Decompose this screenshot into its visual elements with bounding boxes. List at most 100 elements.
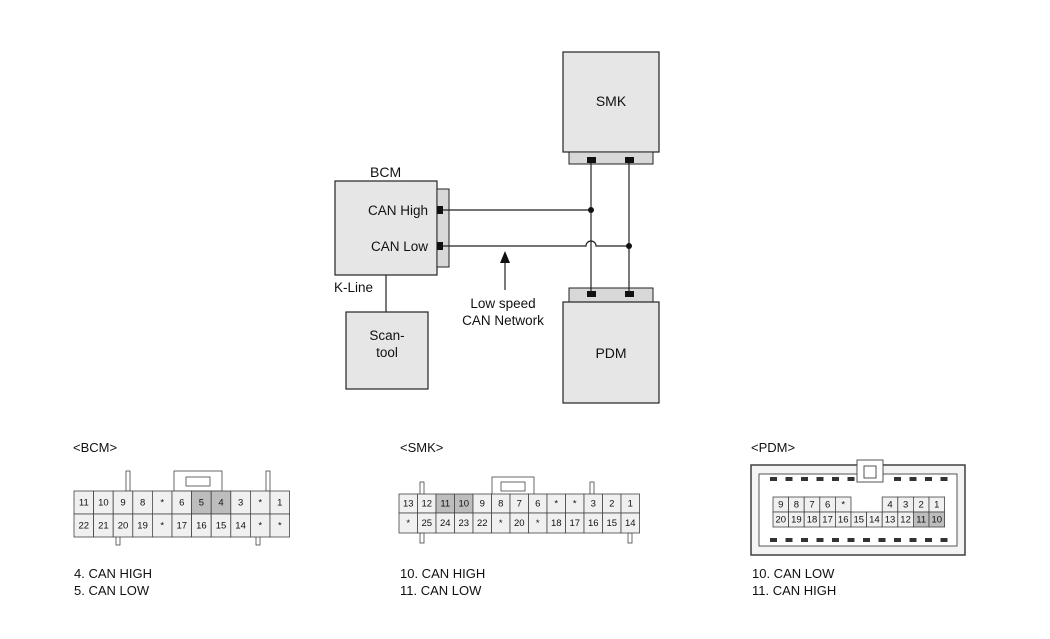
svg-text:10: 10 bbox=[458, 499, 469, 510]
pdm-tooth bbox=[940, 477, 948, 481]
network-arrow bbox=[500, 251, 510, 290]
pdm-pin-row1-2: 7 bbox=[803, 496, 821, 513]
pdm-tooth bbox=[847, 538, 855, 542]
svg-text:1: 1 bbox=[628, 499, 633, 510]
smk-pin-row2-1: 25 bbox=[417, 512, 437, 534]
smk-pin-row2-9: 17 bbox=[565, 512, 585, 534]
smk-pin-row2-12: 14 bbox=[620, 512, 640, 534]
smk-pin-row2-0: * bbox=[398, 512, 418, 534]
bcm-label: BCM bbox=[370, 164, 401, 180]
smk-legend-line: 10. CAN HIGH bbox=[400, 566, 486, 581]
svg-text:*: * bbox=[573, 499, 577, 510]
svg-text:3: 3 bbox=[903, 500, 908, 511]
pdm-tooth bbox=[909, 538, 917, 542]
bcm-pin-row1-9: * bbox=[249, 490, 271, 515]
svg-text:23: 23 bbox=[458, 518, 469, 529]
pdm-tooth bbox=[863, 538, 870, 542]
pdm-tooth bbox=[816, 477, 824, 481]
pdm-tooth bbox=[785, 477, 793, 481]
svg-text:9: 9 bbox=[480, 499, 485, 510]
pdm-tooth bbox=[832, 538, 839, 542]
svg-text:8: 8 bbox=[140, 498, 145, 509]
svg-text:24: 24 bbox=[440, 518, 451, 529]
bcm-legend-line: 5. CAN LOW bbox=[74, 583, 150, 598]
pdm-pin-row2-9: 11 bbox=[913, 511, 930, 528]
svg-text:*: * bbox=[841, 500, 845, 511]
bcm-pin-row1-2: 9 bbox=[112, 490, 134, 515]
svg-text:11: 11 bbox=[916, 515, 926, 526]
smk-pin-row1-2: 11 bbox=[435, 493, 455, 514]
svg-text:11: 11 bbox=[440, 499, 450, 510]
svg-text:*: * bbox=[278, 521, 282, 532]
svg-text:9: 9 bbox=[778, 500, 783, 511]
pdm-tooth bbox=[878, 538, 886, 542]
bcm-pin-row2-9: * bbox=[249, 513, 271, 538]
smk-pin-row2-7: * bbox=[528, 512, 548, 534]
pdm-legend-line: 11. CAN HIGH bbox=[752, 583, 837, 598]
pdm-pin-row1-1: 8 bbox=[788, 496, 805, 513]
svg-text:4: 4 bbox=[218, 498, 223, 509]
smk-pin-row2-3: 23 bbox=[454, 512, 474, 534]
svg-text:20: 20 bbox=[118, 521, 129, 532]
bcm-pin-row1-5: 6 bbox=[171, 490, 193, 515]
svg-text:12: 12 bbox=[900, 515, 911, 526]
pdm-tooth bbox=[909, 477, 917, 481]
smk-pin-row2-10: 16 bbox=[583, 512, 603, 534]
pdm-pin-row1-8: 3 bbox=[897, 496, 914, 513]
pdm-pin-row2-3: 17 bbox=[819, 511, 836, 528]
pdm-connector-title: <PDM> bbox=[751, 440, 795, 455]
network-label-line1: Low speed bbox=[470, 296, 535, 311]
bcm-legend-line: 4. CAN HIGH bbox=[74, 566, 153, 581]
bcm-pin-row1-6: 5 bbox=[191, 490, 212, 515]
bcm-pin-row2-2: 20 bbox=[112, 513, 134, 538]
pdm-legend: 10. CAN LOW 11. CAN HIGH bbox=[752, 565, 836, 599]
svg-text:16: 16 bbox=[588, 518, 599, 529]
pdm-module: PDM bbox=[562, 287, 660, 404]
smk-pin-row2-2: 24 bbox=[435, 512, 455, 534]
svg-text:14: 14 bbox=[625, 518, 636, 529]
svg-text:6: 6 bbox=[535, 499, 540, 510]
pdm-pin-row1-7: 4 bbox=[881, 496, 899, 513]
svg-text:*: * bbox=[406, 518, 410, 529]
pdm-label: PDM bbox=[595, 345, 626, 361]
svg-text:16: 16 bbox=[838, 515, 849, 526]
pdm-tooth bbox=[801, 477, 808, 481]
svg-text:17: 17 bbox=[177, 521, 188, 532]
pdm-tooth bbox=[925, 538, 932, 542]
bcm-pin-row1-3: 8 bbox=[132, 490, 153, 515]
svg-text:*: * bbox=[258, 498, 262, 509]
bcm-pin-row1-4: * bbox=[151, 490, 173, 515]
svg-text:9: 9 bbox=[120, 498, 125, 509]
pdm-tooth bbox=[925, 477, 932, 481]
pdm-pin-row1-0: 9 bbox=[772, 496, 790, 513]
smk-pin-row2-6: 20 bbox=[509, 512, 529, 534]
smk-pin-row1-10: 3 bbox=[583, 493, 603, 514]
k-line-label: K-Line bbox=[334, 280, 373, 295]
svg-text:25: 25 bbox=[421, 518, 432, 529]
bcm-legend: 4. CAN HIGH 5. CAN LOW bbox=[74, 565, 152, 599]
bcm-pin-row2-5: 17 bbox=[171, 513, 193, 538]
svg-text:10: 10 bbox=[932, 515, 943, 526]
smk-pin-row2-11: 15 bbox=[602, 512, 622, 534]
svg-text:13: 13 bbox=[885, 515, 896, 526]
pdm-pin-row1-10: 1 bbox=[928, 496, 946, 513]
pdm-pin-row2-5: 15 bbox=[850, 511, 868, 528]
network-label-line2: CAN Network bbox=[462, 313, 544, 328]
svg-text:3: 3 bbox=[591, 499, 596, 510]
pdm-tooth bbox=[770, 538, 777, 542]
svg-text:*: * bbox=[499, 518, 503, 529]
pdm-tooth bbox=[847, 477, 855, 481]
svg-text:6: 6 bbox=[179, 498, 184, 509]
bcm-can-low-label: CAN Low bbox=[371, 239, 428, 254]
pdm-pin-row1-3: 6 bbox=[819, 496, 836, 513]
bcm-pin-row2-1: 21 bbox=[93, 513, 114, 538]
svg-text:*: * bbox=[258, 521, 262, 532]
pdm-pin-row2-2: 18 bbox=[803, 511, 821, 528]
can-network-wires bbox=[443, 163, 632, 291]
svg-text:22: 22 bbox=[79, 521, 90, 532]
pdm-tooth bbox=[940, 538, 948, 542]
svg-text:15: 15 bbox=[216, 521, 227, 532]
scan-tool-module: Scan- tool bbox=[345, 311, 429, 390]
